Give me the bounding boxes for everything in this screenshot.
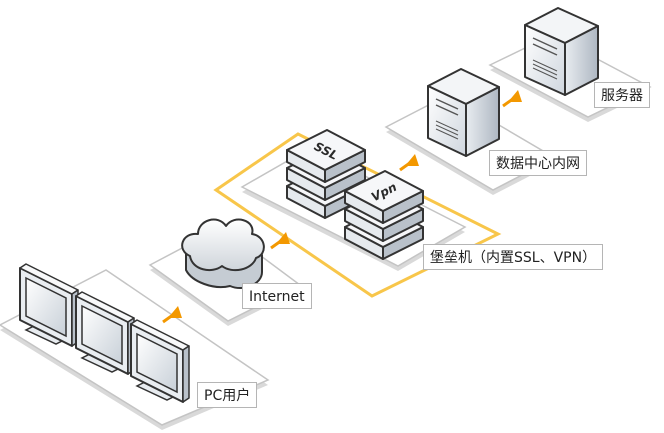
pc-monitor-icon: [19, 263, 79, 347]
internet-cloud-icon: [181, 218, 265, 290]
pc-monitor-icon: [75, 291, 135, 375]
arrow-icon: [162, 310, 178, 324]
pc-label: PC用户: [197, 382, 258, 408]
bastion-highlight-frame: [213, 132, 502, 298]
bastion-label: 堡垒机（内置SSL、VPN）: [423, 244, 604, 270]
datacenter-server-icon: [427, 68, 500, 157]
internet-label: Internet: [242, 283, 312, 309]
datacenter-label: 数据中心内网: [489, 150, 587, 176]
ssl-appliance-stack-icon: SSL: [286, 129, 366, 219]
pc-monitor-icon: [130, 319, 190, 403]
arrow-icon: [270, 236, 286, 250]
arrow-icon: [502, 94, 518, 108]
server-tower-icon: [524, 7, 599, 96]
vpn-appliance-stack-icon: Vpn: [344, 170, 424, 260]
server-label: 服务器: [594, 82, 650, 108]
arrow-icon: [399, 158, 415, 172]
